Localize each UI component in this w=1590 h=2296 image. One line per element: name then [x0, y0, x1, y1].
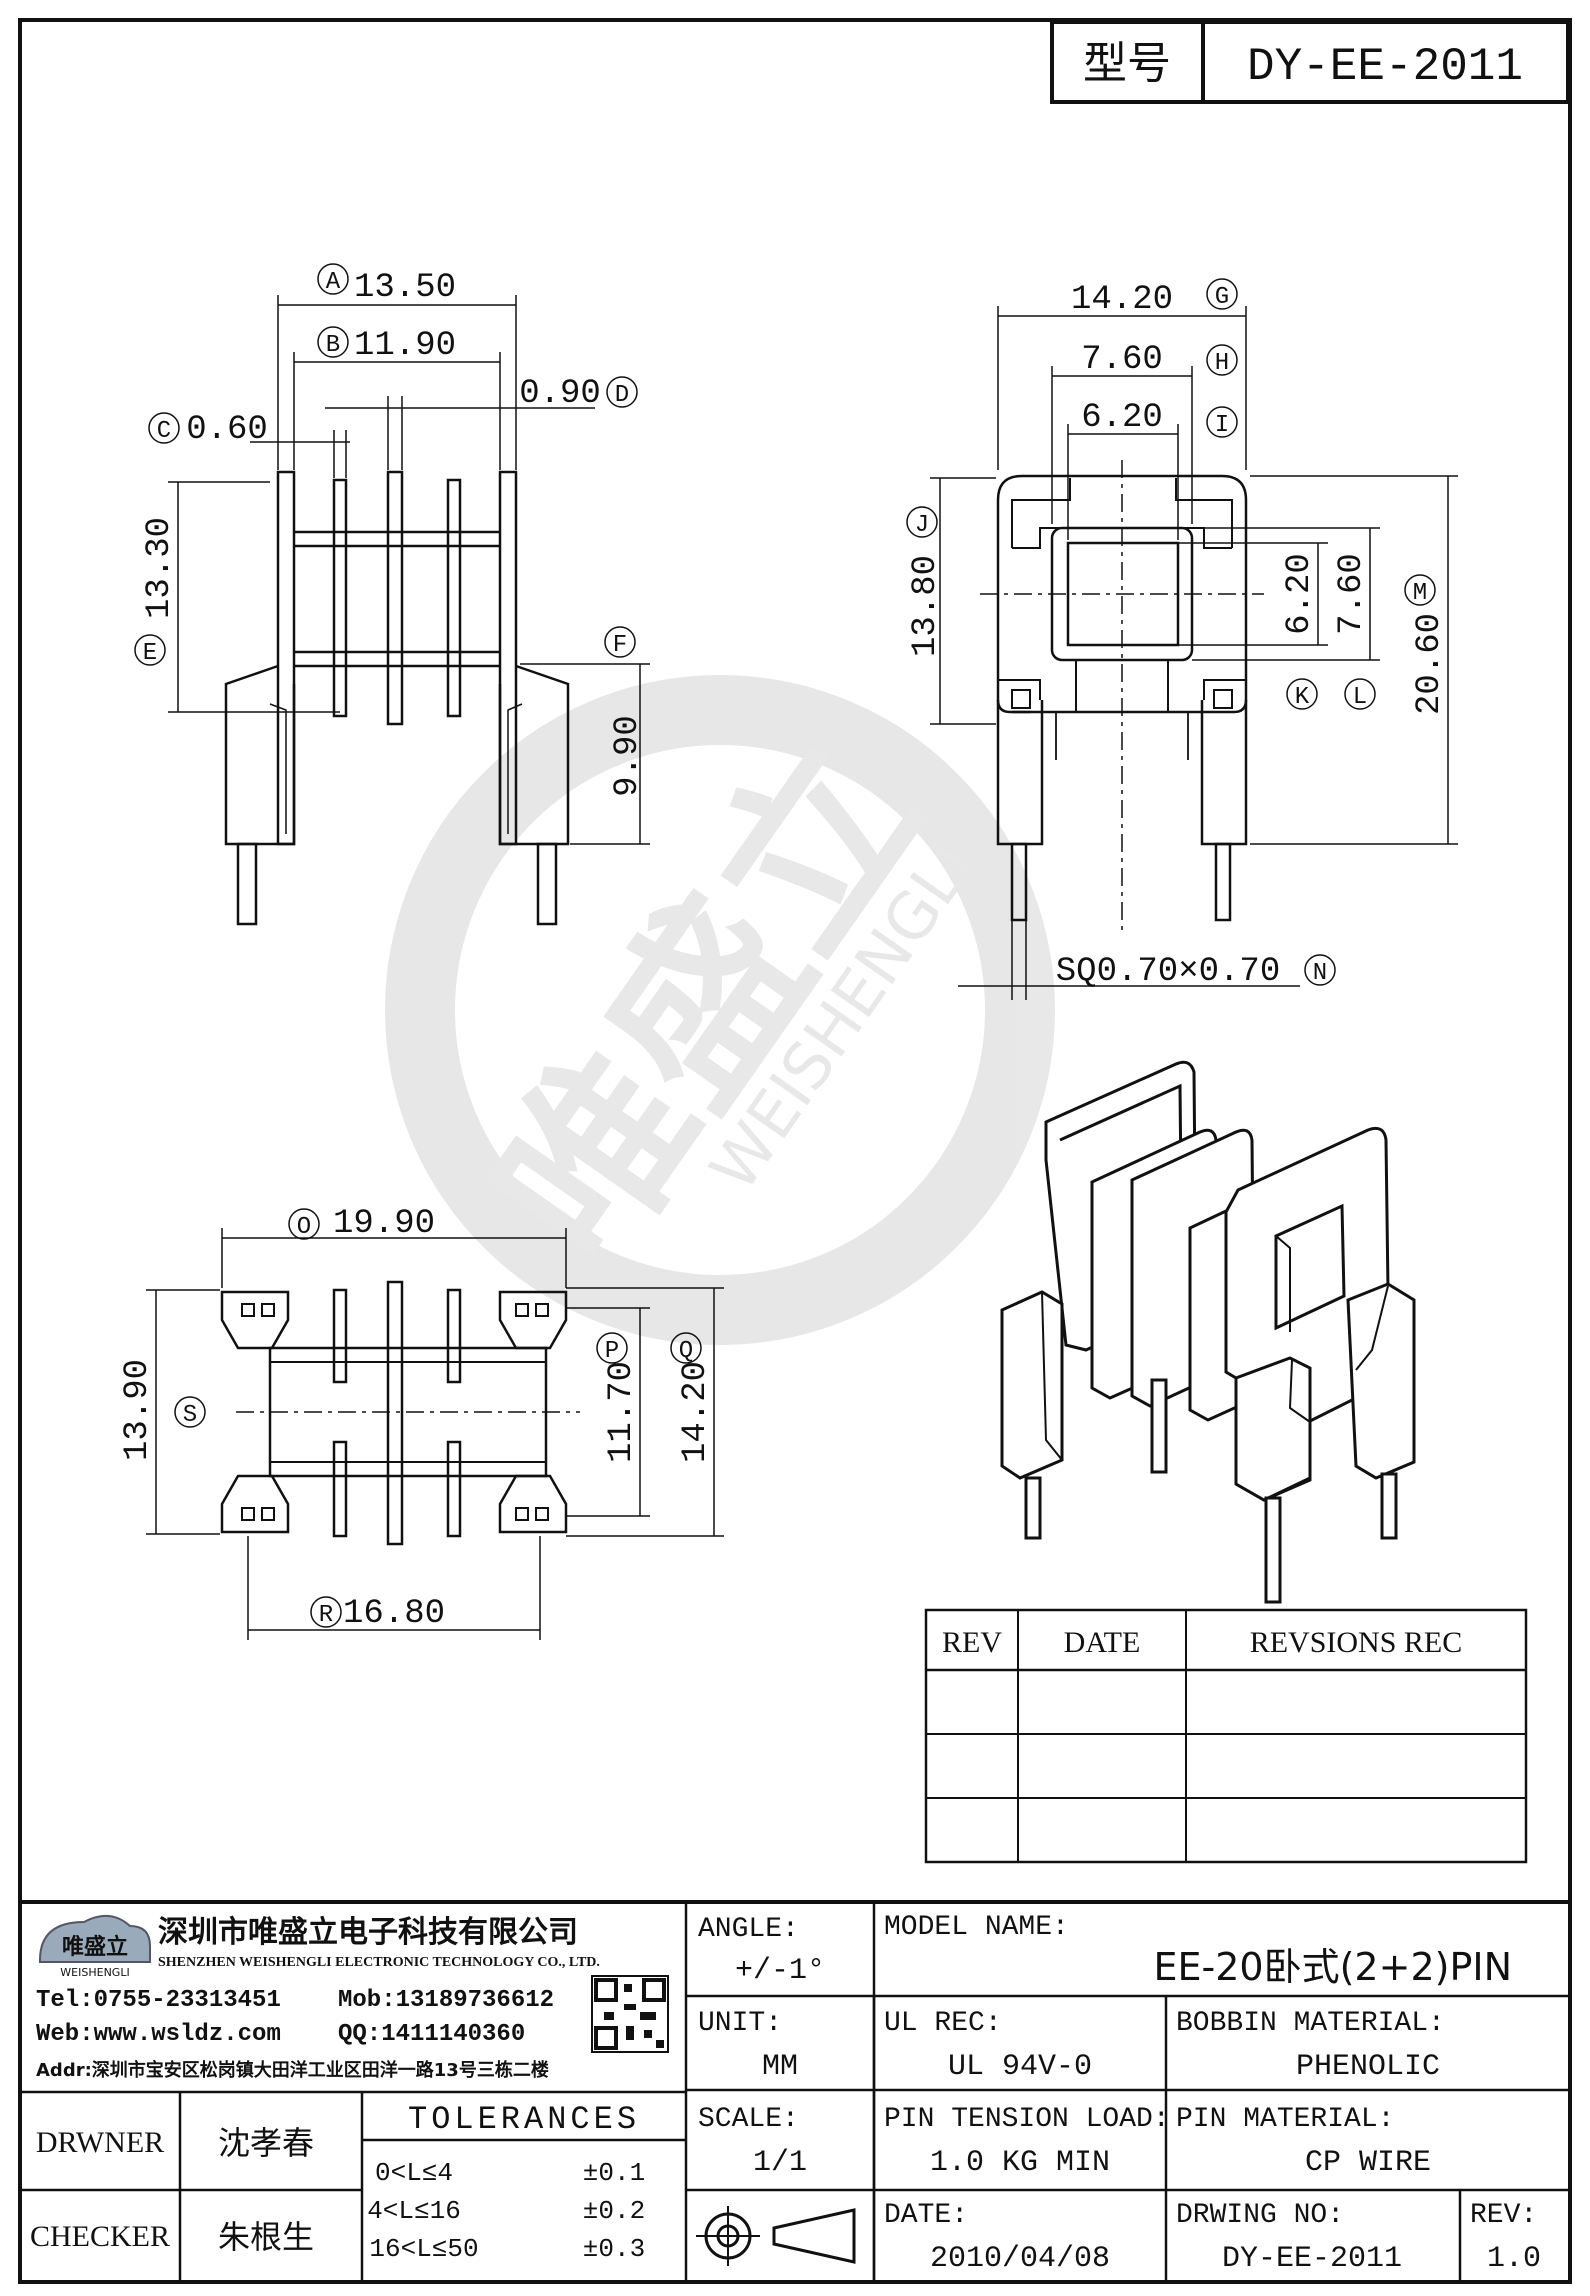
callout-I: I — [1215, 412, 1229, 439]
callout-M: M — [1413, 580, 1427, 607]
ul-label: UL REC: — [884, 2008, 1002, 2039]
drawing-no-value: DY-EE-2011 — [1222, 2242, 1402, 2276]
scale-label: SCALE: — [698, 2104, 799, 2135]
checker-label: CHECKER — [30, 2220, 170, 2253]
dim-C-value: 0.60 — [186, 411, 268, 449]
qr-code — [591, 1975, 669, 2053]
scale-value: 1/1 — [753, 2146, 807, 2180]
bobbin-material-label: BOBBIN MATERIAL: — [1176, 2008, 1445, 2039]
dim-O-value: 19.90 — [333, 1205, 435, 1243]
bottom-view: O 19.90 13.90 S P 11.70 Q 14.20 R 16.80 — [119, 1205, 724, 1640]
checker-value: 朱根生 — [218, 2218, 314, 2256]
revision-table: REV DATE REVSIONS REC — [924, 1608, 1528, 1864]
dim-R-value: 16.80 — [343, 1595, 445, 1633]
dim-A-value: 13.50 — [354, 269, 456, 307]
dim-M-value: 20.60 — [1411, 613, 1449, 715]
model-name-label: MODEL NAME: — [884, 1912, 1069, 1943]
isometric-view — [1000, 1060, 1416, 1604]
dim-N-value: SQ0.70×0.70 — [1056, 953, 1280, 991]
model-name-value: EE-20卧式(2+2)PIN — [1154, 1945, 1512, 1989]
rev-value: 1.0 — [1487, 2242, 1541, 2276]
company-name-cn: 深圳市唯盛立电子科技有限公司 — [158, 1915, 578, 1950]
callout-S: S — [183, 1402, 197, 1429]
dim-P-value: 11.70 — [603, 1361, 641, 1463]
unit-label: UNIT: — [698, 2008, 782, 2039]
date-label: DATE: — [884, 2200, 968, 2231]
tolerances-label: TOLERANCES — [408, 2101, 640, 2138]
tolerance-value-2: ±0.2 — [583, 2196, 645, 2226]
callout-Q: Q — [679, 1338, 693, 1365]
callout-D: D — [615, 382, 629, 409]
company-address: Addr:深圳市宝安区松岗镇大田洋工业区田洋一路13号三栋二楼 — [36, 2059, 549, 2081]
callout-R: R — [319, 1602, 333, 1629]
dim-Q-value: 14.20 — [677, 1361, 715, 1463]
callout-N: N — [1313, 960, 1327, 987]
watermark: 唯盛立 WEISHENGLI — [385, 675, 1055, 1345]
pin-tension-label: PIN TENSION LOAD: — [884, 2104, 1170, 2135]
sheet-border — [18, 18, 1572, 2284]
pin-tension-value: 1.0 KG MIN — [930, 2146, 1110, 2180]
dim-I-value: 6.20 — [1081, 399, 1163, 437]
unit-value: MM — [762, 2050, 798, 2084]
angle-label: ANGLE: — [698, 1914, 799, 1945]
rev-header-rec: REVSIONS REC — [1250, 1626, 1463, 1659]
drawer-label: DRWNER — [36, 2126, 164, 2159]
logo-sub: WEISHENGLI — [60, 1966, 129, 1979]
company-qq: QQ:1411140360 — [338, 2021, 525, 2048]
dim-E-value: 13.30 — [141, 517, 179, 619]
bobbin-material-value: PHENOLIC — [1296, 2050, 1440, 2084]
company-logo: 唯盛立 WEISHENGLI — [39, 1915, 151, 1979]
dim-G-value: 14.20 — [1071, 281, 1173, 319]
drawing-no-label: DRWING NO: — [1176, 2200, 1344, 2231]
model-header: 型号 DY-EE-2011 — [1050, 20, 1570, 104]
company-name-en: SHENZHEN WEISHENGLI ELECTRONIC TECHNOLOG… — [158, 1955, 600, 1970]
logo-text: 唯盛立 — [62, 1934, 128, 1960]
tolerance-value-1: ±0.1 — [583, 2158, 645, 2188]
tolerance-value-3: ±0.3 — [583, 2234, 645, 2264]
dim-D-value: 0.90 — [519, 375, 601, 413]
callout-K: K — [1295, 684, 1310, 711]
rev-label: REV: — [1470, 2200, 1537, 2231]
pin-material-label: PIN MATERIAL: — [1176, 2104, 1394, 2135]
callout-P: P — [605, 1338, 619, 1365]
callout-J: J — [915, 512, 929, 539]
callout-H: H — [1215, 350, 1229, 377]
dim-J-value: 13.80 — [907, 555, 945, 657]
rev-header-date: DATE — [1064, 1626, 1141, 1659]
callout-O: O — [297, 1214, 311, 1241]
model-header-label: 型号 — [1083, 38, 1171, 89]
company-tel: Tel:0755-23313451 — [36, 1987, 281, 2014]
ul-value: UL 94V-0 — [948, 2050, 1092, 2084]
callout-B: B — [326, 332, 340, 359]
model-header-value: DY-EE-2011 — [1247, 41, 1523, 93]
pin-material-value: CP WIRE — [1305, 2146, 1431, 2180]
side-view: 14.20 G 7.60 H 6.20 I J 13.80 6.20 7.60 — [906, 278, 1458, 1000]
callout-A: A — [326, 269, 341, 296]
dim-L-value: 7.60 — [1333, 553, 1371, 635]
drawer-value: 沈孝春 — [218, 2124, 314, 2162]
tolerance-range-3: 16<L≤50 — [369, 2234, 478, 2264]
dim-B-value: 11.90 — [354, 327, 456, 365]
company-web: Web:www.wsldz.com — [36, 2021, 281, 2048]
dim-H-value: 7.60 — [1081, 341, 1163, 379]
callout-F: F — [613, 632, 627, 659]
callout-L: L — [1353, 684, 1367, 711]
dim-K-value: 6.20 — [1281, 553, 1319, 635]
callout-E: E — [143, 640, 157, 667]
dim-S-value: 13.90 — [119, 1359, 157, 1461]
projection-symbol — [696, 2206, 856, 2266]
tolerance-range-2: 4<L≤16 — [367, 2196, 461, 2226]
title-block: 唯盛立 WEISHENGLI 深圳市唯盛立电子科技有限公司 SHENZHEN W… — [20, 1900, 1570, 2282]
date-value: 2010/04/08 — [930, 2242, 1110, 2276]
dim-F-value: 9.90 — [609, 715, 647, 797]
callout-G: G — [1215, 284, 1229, 311]
front-view: A 13.50 B 11.90 C 0.60 D 0.90 13.30 E — [134, 263, 650, 926]
angle-value: +/-1° — [735, 1954, 825, 1988]
rev-header-rev: REV — [942, 1626, 1002, 1659]
callout-C: C — [157, 418, 171, 445]
company-mob: Mob:13189736612 — [338, 1987, 554, 2014]
tolerance-range-1: 0<L≤4 — [375, 2158, 453, 2188]
